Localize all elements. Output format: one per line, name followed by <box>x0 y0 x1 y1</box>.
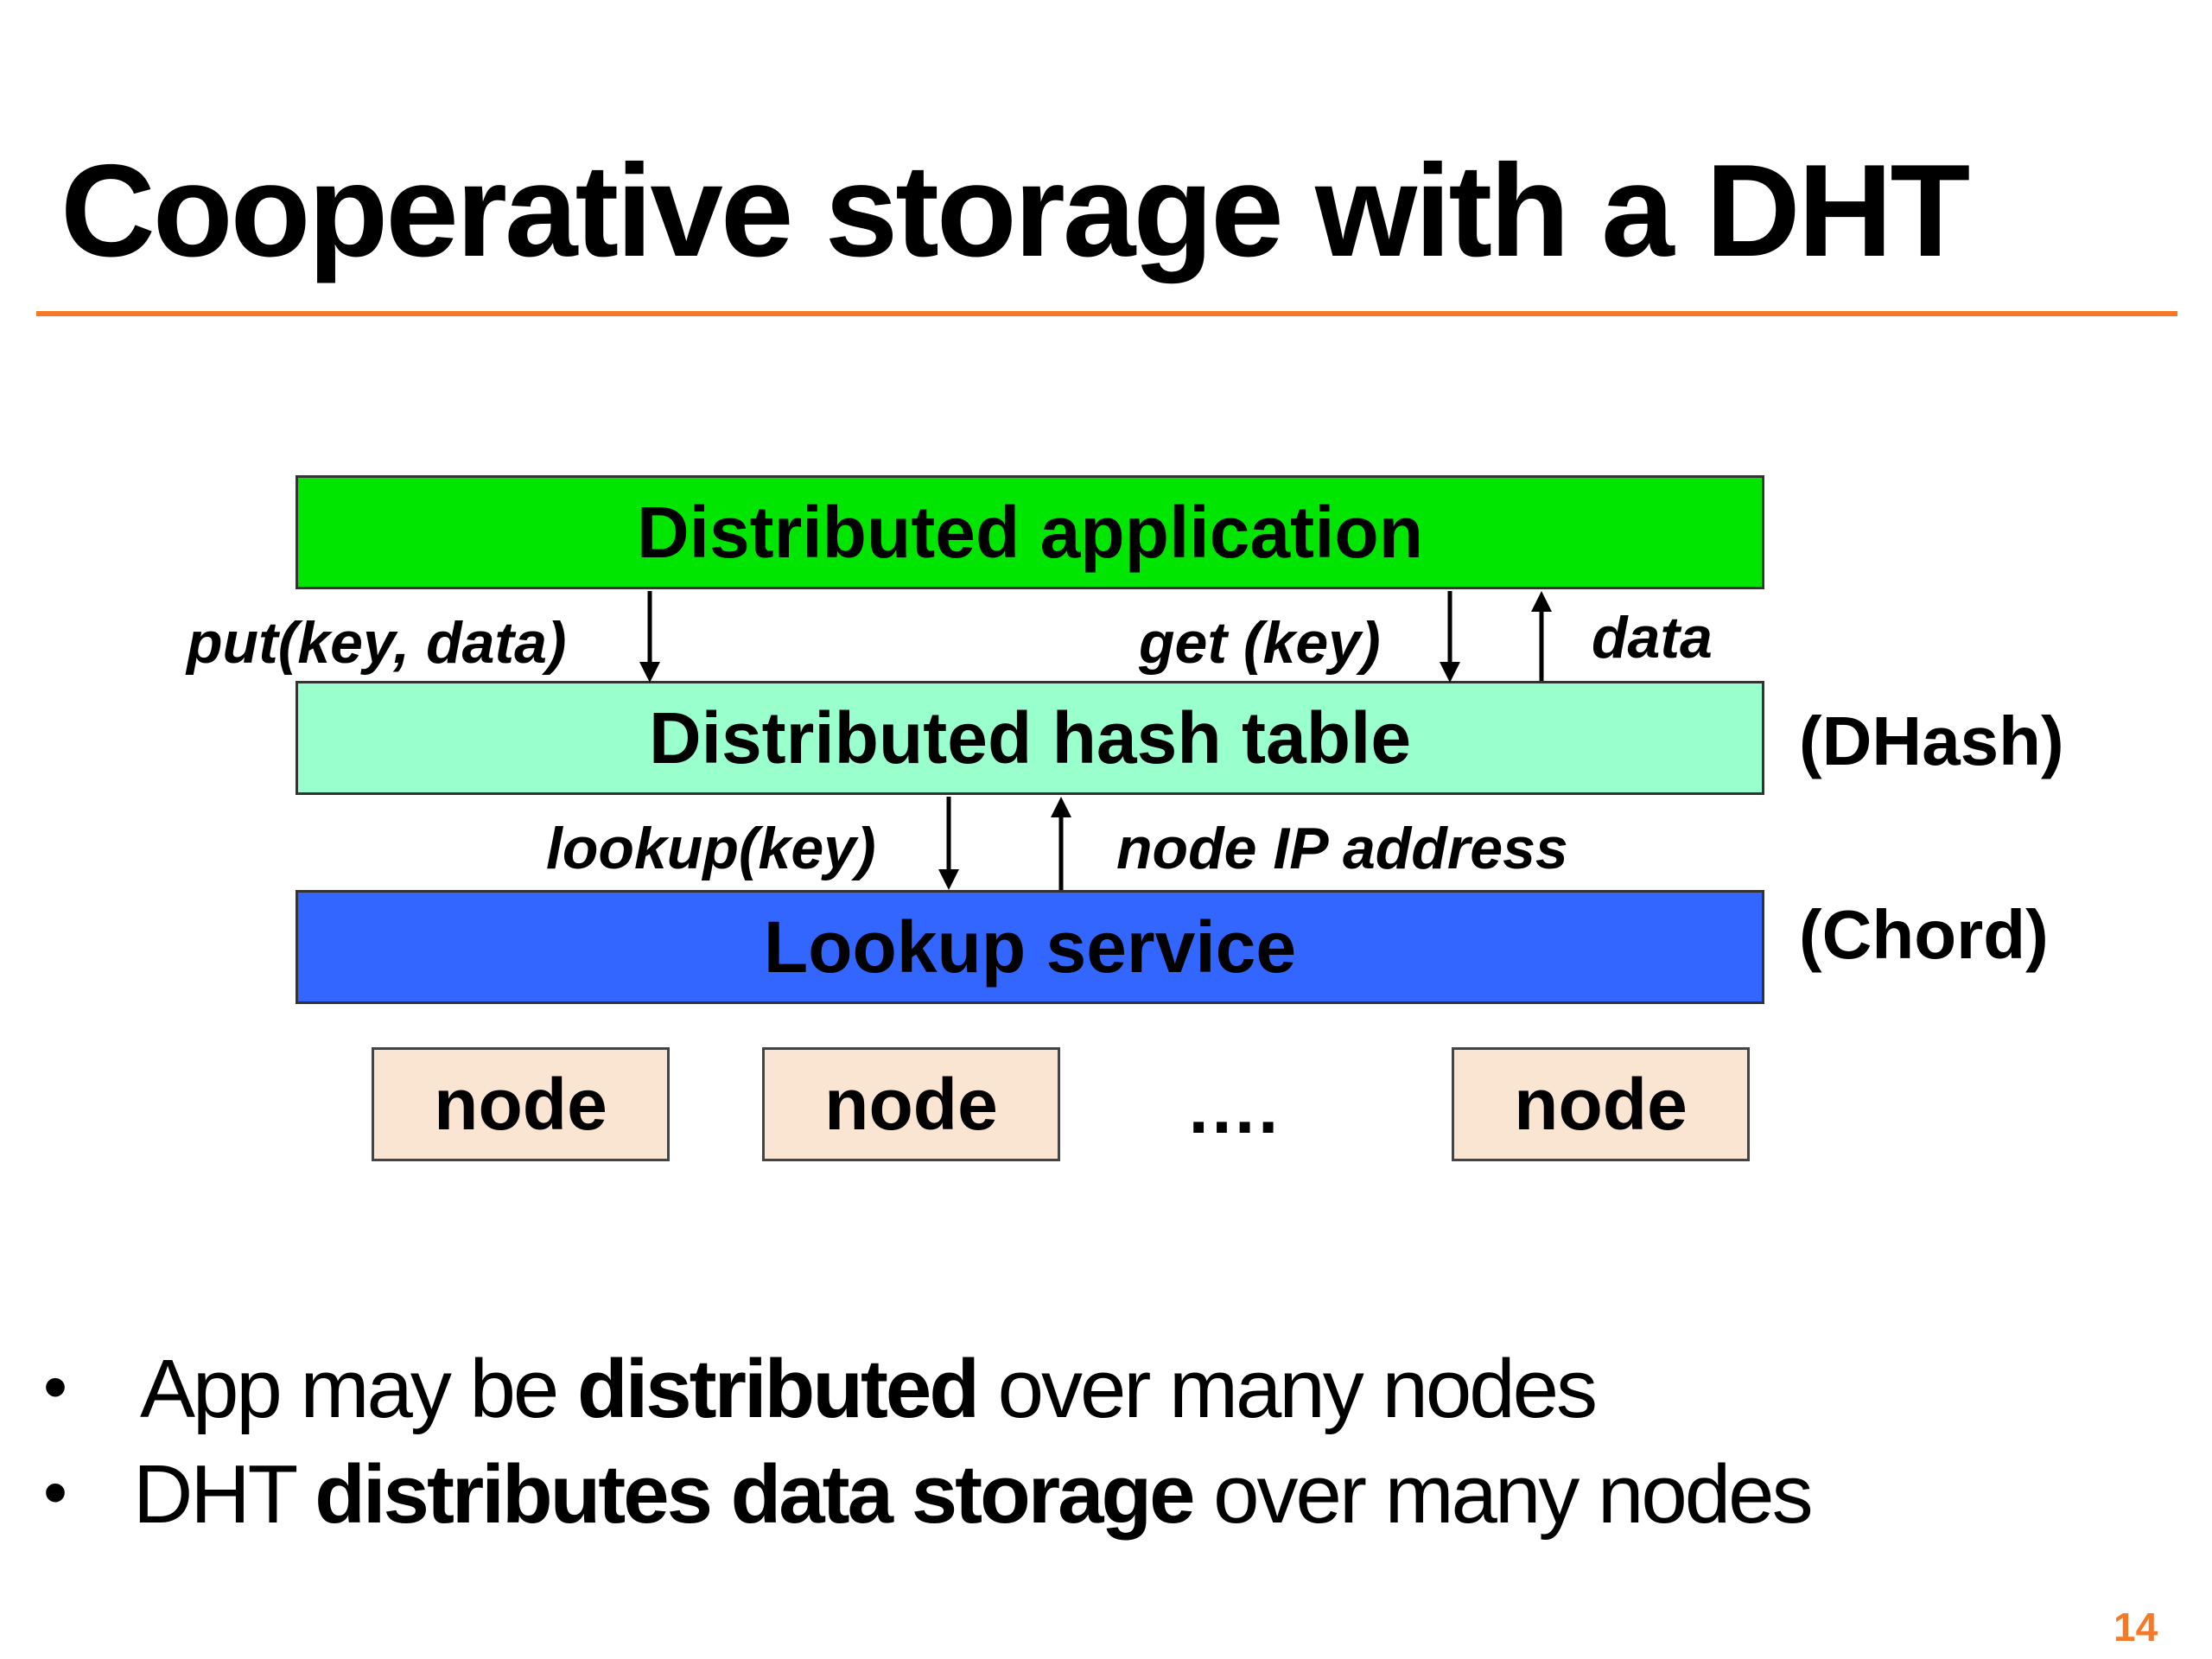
put-edge-label: put(key, data) <box>187 610 567 676</box>
title-divider <box>36 311 2177 316</box>
bullet-marker: • <box>43 1348 68 1425</box>
bullet-text: DHT distributes data storage over many n… <box>133 1453 1814 1536</box>
lookup-down-arrow <box>938 797 959 890</box>
bullet-text-post: over many nodes <box>976 1343 1598 1435</box>
get-edge-label: get (key) <box>1139 610 1381 676</box>
node-box: node <box>762 1047 1060 1161</box>
put-down-arrow <box>639 591 660 683</box>
bullet-text-post: over many nodes <box>1192 1448 1813 1541</box>
distributed-application-layer: Distributed application <box>296 475 1764 589</box>
bullet-text-pre: DHT <box>133 1448 315 1541</box>
node-ip-edge-label: node IP address <box>1116 816 1568 881</box>
node-label: node <box>434 1063 607 1145</box>
distributed-application-label: Distributed application <box>636 491 1424 573</box>
get-down-arrow <box>1440 591 1460 683</box>
chord-side-label: (Chord) <box>1799 896 2049 973</box>
lookup-service-label: Lookup service <box>763 906 1297 988</box>
slide-number: 14 <box>2113 1605 2158 1649</box>
distributed-hash-table-label: Distributed hash table <box>648 696 1412 779</box>
data-up-arrow <box>1531 591 1552 681</box>
data-edge-label: data <box>1592 605 1713 671</box>
bullet-text: App may be distributed over many nodes <box>140 1348 1598 1431</box>
bullet-text-bold: distributed <box>576 1343 980 1435</box>
lookup-edge-label: lookup(key) <box>546 816 876 881</box>
lookup-service-layer: Lookup service <box>296 890 1764 1004</box>
node-box: node <box>372 1047 670 1161</box>
bullet-item: • DHT distributes data storage over many … <box>43 1453 1814 1536</box>
node-ip-up-arrow <box>1051 797 1071 890</box>
bullet-text-bold: distributes data storage <box>315 1448 1195 1541</box>
bullet-marker: • <box>43 1453 68 1530</box>
bullet-item: • App may be distributed over many nodes <box>43 1348 1598 1431</box>
node-box: node <box>1452 1047 1750 1161</box>
bullet-text-pre: App may be <box>140 1343 577 1435</box>
node-label: node <box>1514 1063 1688 1145</box>
dhash-side-label: (DHash) <box>1799 702 2064 779</box>
node-label: node <box>824 1063 998 1145</box>
slide-title: Cooperative storage with a DHT <box>60 137 1970 284</box>
distributed-hash-table-layer: Distributed hash table <box>296 681 1764 795</box>
node-ellipsis: …. <box>1185 1067 1279 1148</box>
